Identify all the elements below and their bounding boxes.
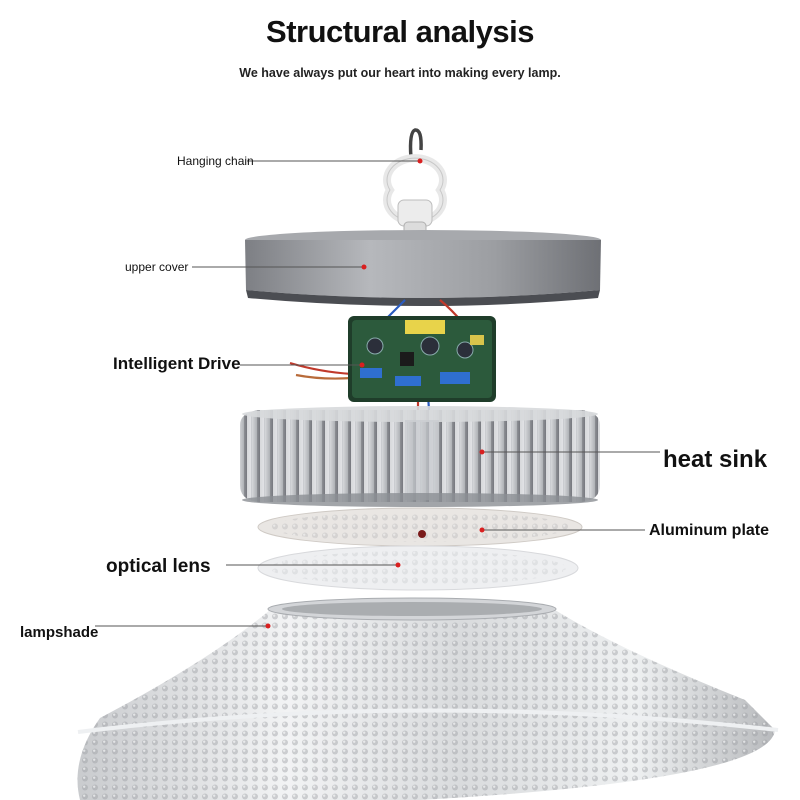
label-optical-lens: optical lens bbox=[106, 556, 211, 577]
label-intelligent-drive: Intelligent Drive bbox=[113, 354, 241, 373]
label-hanging-chain: Hanging chain bbox=[177, 154, 254, 168]
page-subtitle: We have always put our heart into making… bbox=[239, 66, 561, 80]
marker-aluminum-plate bbox=[479, 527, 485, 533]
page-title: Structural analysis bbox=[266, 14, 534, 49]
label-lampshade: lampshade bbox=[20, 624, 99, 641]
aluminum-plate-part bbox=[257, 507, 583, 547]
optical-lens-part bbox=[257, 545, 579, 591]
marker-intelligent-drive bbox=[359, 362, 365, 368]
label-upper-cover: upper cover bbox=[125, 260, 189, 274]
marker-optical-lens bbox=[395, 562, 401, 568]
marker-upper-cover bbox=[361, 264, 367, 270]
leader-lines bbox=[95, 160, 660, 627]
upper-cover-part bbox=[245, 230, 601, 306]
hanging-chain-part bbox=[383, 128, 447, 237]
lampshade-part bbox=[77, 597, 779, 800]
markers bbox=[265, 158, 485, 629]
marker-hanging-chain bbox=[417, 158, 423, 164]
marker-lampshade bbox=[265, 623, 271, 629]
label-aluminum-plate: Aluminum plate bbox=[649, 522, 770, 539]
heat-sink-part bbox=[240, 406, 600, 507]
marker-heat-sink bbox=[479, 449, 485, 455]
label-heat-sink: heat sink bbox=[663, 446, 768, 473]
intelligent-drive-part bbox=[348, 316, 496, 402]
